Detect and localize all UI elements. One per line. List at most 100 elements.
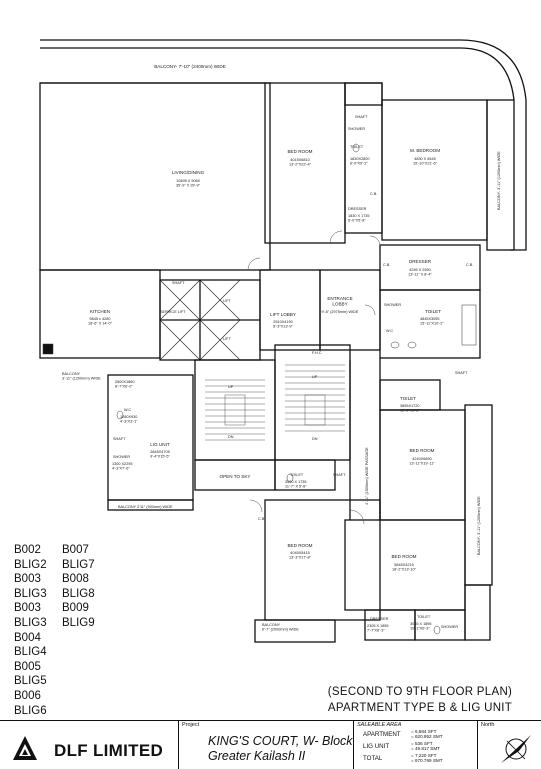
- label-cb-1: C.B.: [370, 192, 377, 196]
- label-m-bedroom: M. BEDROOM: [410, 148, 440, 153]
- unit-code: B004: [14, 631, 41, 644]
- label-fhc: F.H.C: [312, 351, 322, 355]
- label-lift-lobby: LIFT LOBBY: [270, 312, 296, 317]
- project-name-line-2: Greater Kailash II: [208, 749, 306, 763]
- room-labels: BALCONY- 7'-10" (2400mm) WIDE SHAFT SHOW…: [62, 64, 501, 632]
- area-row-value: = 7,220 SFT = 670.769 SMT: [411, 753, 443, 763]
- label-lift-1: LIFT: [223, 299, 231, 303]
- project-name: KING'S COURT, W- Block Greater Kailash I…: [208, 734, 353, 764]
- fixtures: [42, 143, 477, 635]
- unit-code: BLIG6: [14, 704, 47, 717]
- label-dresser-mid: DRESSER: [409, 259, 432, 264]
- label-shaft-top: SHAFT: [355, 115, 368, 119]
- project-name-line-1: KING'S COURT, W- Block: [208, 734, 353, 748]
- label-wide-passage: 4'-11" (1500mm) WIDE PASSAGE: [365, 447, 369, 505]
- label-toilet-top: TOILET: [350, 145, 364, 149]
- north-arrow-icon: [501, 735, 531, 763]
- company-name: DLF LIMITED: [54, 741, 164, 760]
- label-shower-lig: SHOWER: [113, 455, 130, 459]
- label-up-1: UP: [228, 385, 234, 389]
- unit-code: BLIG4: [14, 646, 47, 659]
- label-entrance-lobby-dims: 9'-8" (2975mm) WIDE: [322, 310, 359, 314]
- label-shower-bottom: SHOWER: [441, 625, 458, 629]
- label-shaft-lower: SHAFT: [333, 473, 346, 477]
- label-cb-4: C.B.: [258, 517, 265, 521]
- unit-code: B008: [62, 573, 89, 586]
- plan-title-line-1: (SECOND TO 9TH FLOOR PLAN): [327, 686, 513, 698]
- title-block: DLF LIMITED Project KING'S COURT, W- Blo…: [0, 720, 541, 769]
- unit-code: B007: [62, 544, 89, 556]
- plan-walls: [39, 39, 527, 643]
- label-toilet-lower: TOILET: [290, 473, 304, 477]
- label-bed-room-right: BED ROOM: [409, 448, 434, 453]
- unit-code: B003: [14, 602, 41, 615]
- area-row-label: TOTAL: [363, 755, 383, 762]
- area-row-value: = 536 SFT = 49.817 SMT: [411, 741, 440, 751]
- label-toilet-small: TOILET: [400, 396, 416, 401]
- saleable-area-label: SALEABLE AREA: [357, 722, 402, 728]
- label-balcony-top: BALCONY- 7'-10" (2400mm) WIDE: [154, 64, 226, 69]
- label-bed-room-top: BED ROOM: [287, 149, 312, 154]
- label-balcony-right-lower: BALCONY- 3'-11" (1200mm) WIDE: [477, 496, 481, 555]
- north-label: North: [481, 722, 495, 728]
- label-shaft-lig: SHAFT: [113, 437, 126, 441]
- label-cb-3: C.B.: [466, 263, 473, 267]
- stair-treads: [205, 364, 345, 441]
- unit-code: BLIG3: [14, 587, 47, 600]
- label-wc-lig: W.C: [124, 408, 131, 412]
- label-lig-unit: LIG UNIT: [150, 442, 170, 447]
- logo-cell: DLF LIMITED: [0, 721, 179, 769]
- label-lift-2: LIFT: [223, 337, 231, 341]
- dlf-logo-icon: [13, 736, 37, 760]
- label-wc-mid: W.C: [386, 329, 393, 333]
- area-row-value: = 6,684 SFT = 620.952 SMT: [411, 729, 443, 739]
- unit-code: BLIG3: [14, 616, 47, 629]
- label-open-to-sky: OPEN TO SKY: [220, 474, 251, 479]
- unit-list-col-1: B002 BLIG2 B003 BLIG3 B003 BLIG3 B004 BL…: [14, 543, 47, 718]
- door-swings: [247, 230, 381, 525]
- label-bed-room-left: BED ROOM: [287, 543, 312, 548]
- unit-code: B005: [14, 660, 41, 673]
- unit-code: B003: [14, 573, 41, 586]
- label-cb-2: C.B.: [383, 263, 390, 267]
- label-shower-top: SHOWER: [348, 127, 365, 131]
- label-shower-mid: SHOWER: [384, 303, 401, 307]
- unit-code: BLIG8: [62, 587, 95, 600]
- label-balcony-lig: BALCONY 2'11" (900mm) WIDE: [118, 505, 173, 509]
- unit-code: BLIG7: [62, 558, 95, 571]
- label-toilet-mid: TOILET: [425, 309, 441, 314]
- label-kitchen: KITCHEN: [90, 309, 110, 314]
- plan-title-line-2: APARTMENT TYPE B & LIG UNIT: [327, 702, 513, 714]
- label-dresser-top: DRESSER: [348, 207, 367, 211]
- label-living-dining: LIVING/DINING: [172, 170, 205, 175]
- unit-list: B002 BLIG2 B003 BLIG3 B003 BLIG3 B004 BL…: [14, 543, 134, 718]
- north-cell: North: [477, 721, 541, 769]
- unit-code: BLIG9: [62, 616, 95, 629]
- label-balcony-right-upper: BALCONY- 3'-11" (1200mm) WIDE: [497, 151, 501, 210]
- label-up-2: UP: [312, 375, 318, 379]
- label-shaft-mid: SHAFT: [455, 371, 468, 375]
- label-dresser-bottom: DRESSER: [370, 617, 389, 621]
- unit-code: B006: [14, 689, 41, 702]
